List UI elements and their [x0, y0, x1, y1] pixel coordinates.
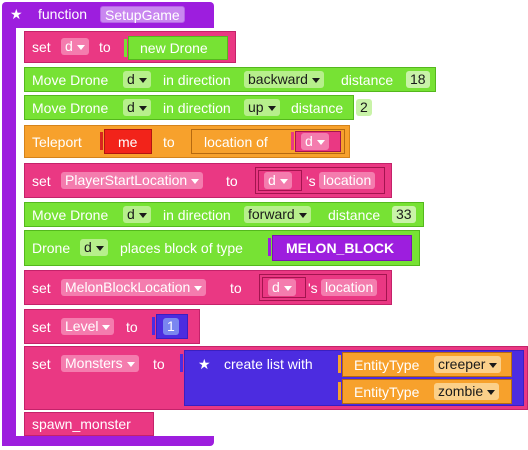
drone-var-dropdown[interactable]: d [80, 239, 108, 256]
function-name-field[interactable]: SetupGame [100, 6, 185, 23]
socket-plug [124, 39, 127, 57]
entity-type-dropdown[interactable]: creeper [434, 356, 502, 373]
chevron-down-icon [138, 77, 147, 83]
distance-label: distance [341, 72, 394, 88]
new-drone-label: new Drone [140, 40, 208, 56]
set-keyword: set [32, 356, 51, 372]
distance-label: distance [291, 100, 344, 116]
socket-plug [291, 132, 294, 150]
to-label: to [126, 319, 138, 335]
set-keyword: set [32, 319, 51, 335]
direction-label: in direction [163, 207, 231, 223]
chevron-down-icon [489, 362, 498, 368]
entity-type-dropdown[interactable]: zombie [434, 383, 500, 400]
direction-label: in direction [163, 100, 231, 116]
direction-dropdown[interactable]: backward [244, 71, 324, 88]
block-type-block[interactable] [272, 235, 412, 261]
star-icon: ★ [10, 6, 23, 22]
set-keyword: set [32, 39, 51, 55]
me-block[interactable] [104, 129, 152, 154]
function-spine [2, 26, 16, 444]
drone-label: Drone [32, 240, 71, 256]
spawn-monster-label: spawn_monster [32, 416, 131, 432]
chevron-down-icon [95, 245, 104, 251]
to-label: to [99, 39, 111, 55]
chevron-down-icon [267, 105, 276, 111]
drone-var-dropdown[interactable]: d [123, 206, 151, 223]
chevron-down-icon [138, 105, 147, 111]
chevron-down-icon [316, 139, 325, 145]
location-of-label: location of [204, 134, 268, 150]
distance-field[interactable]: 33 [392, 206, 416, 223]
chevron-down-icon [283, 285, 292, 291]
block-type-label: MELON_BLOCK [286, 240, 395, 256]
drone-var-dropdown[interactable]: d [123, 99, 151, 116]
socket-plug [251, 171, 254, 189]
socket-plug [180, 354, 183, 372]
teleport-label: Teleport [32, 134, 82, 150]
distance-field[interactable]: 2 [356, 99, 372, 116]
to-label: to [226, 173, 238, 189]
location-property-field[interactable]: location [321, 279, 378, 296]
socket-plug [187, 132, 190, 150]
drone-var-dropdown[interactable]: d [123, 71, 151, 88]
chevron-down-icon [194, 285, 203, 291]
to-label: to [153, 356, 165, 372]
distance-field[interactable]: 18 [406, 71, 430, 88]
to-label: to [163, 134, 175, 150]
chevron-down-icon [311, 77, 320, 83]
move-drone-block-3[interactable] [24, 202, 424, 227]
move-drone-label: Move Drone [32, 100, 109, 116]
chevron-down-icon [487, 389, 496, 395]
chevron-down-icon [298, 212, 307, 218]
possessive-label: 's [308, 280, 318, 296]
chevron-down-icon [76, 44, 85, 50]
star-icon: ★ [198, 356, 211, 372]
melon-block-location-dropdown[interactable]: MelonBlockLocation [61, 279, 207, 296]
move-drone-label: Move Drone [32, 207, 109, 223]
socket-plug [255, 278, 258, 296]
socket-plug [268, 238, 271, 256]
direction-dropdown[interactable]: up [244, 99, 280, 116]
move-drone-block-2[interactable] [24, 95, 354, 120]
level-dropdown[interactable]: Level [61, 318, 115, 335]
distance-label: distance [328, 207, 381, 223]
var-d-dropdown[interactable]: d [61, 38, 89, 55]
move-drone-block-1[interactable] [24, 67, 436, 92]
socket-plug [100, 132, 103, 150]
me-label: me [118, 134, 138, 150]
chevron-down-icon [279, 178, 288, 184]
socket-plug [338, 355, 341, 373]
socket-plug [152, 317, 155, 335]
monsters-dropdown[interactable]: Monsters [61, 355, 139, 372]
possessive-label: 's [306, 173, 316, 189]
create-list-label: create list with [224, 356, 313, 372]
var-d-dropdown[interactable]: d [264, 172, 292, 189]
location-property-field[interactable]: location [319, 172, 376, 189]
chevron-down-icon [126, 361, 135, 367]
socket-plug [338, 382, 341, 400]
chevron-down-icon [138, 212, 147, 218]
var-d-dropdown[interactable]: d [301, 133, 329, 150]
direction-dropdown[interactable]: forward [244, 206, 311, 223]
spawn-monster-block[interactable] [24, 412, 154, 436]
to-label: to [230, 280, 242, 296]
function-keyword: function [38, 6, 88, 22]
var-d-dropdown[interactable]: d [268, 279, 296, 296]
new-drone-block[interactable] [128, 36, 228, 60]
entity-type-label: EntityType [354, 384, 420, 400]
chevron-down-icon [102, 324, 111, 330]
level-value-field[interactable]: 1 [163, 318, 179, 335]
function-footer [2, 436, 214, 446]
direction-label: in direction [163, 72, 231, 88]
entity-type-label: EntityType [354, 357, 420, 373]
set-keyword: set [32, 173, 51, 189]
chevron-down-icon [191, 178, 200, 184]
places-block-label: places block of type [120, 240, 243, 256]
player-start-location-dropdown[interactable]: PlayerStartLocation [61, 172, 204, 189]
move-drone-label: Move Drone [32, 72, 109, 88]
set-keyword: set [32, 280, 51, 296]
